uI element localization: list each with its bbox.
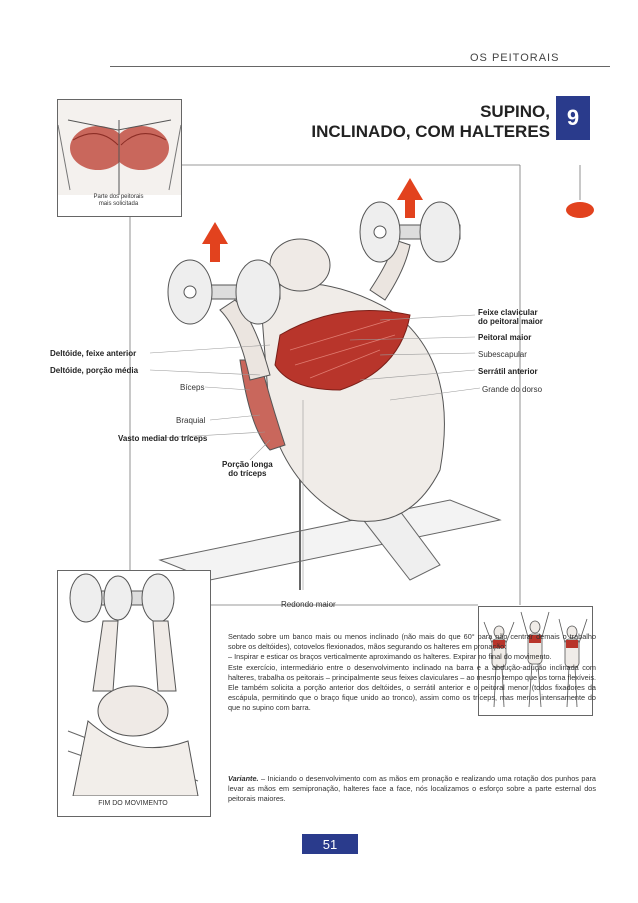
figures-inset <box>478 606 593 716</box>
label-line-2: do tríceps <box>228 469 267 478</box>
label-biceps: Bíceps <box>180 383 205 392</box>
label-deltoide-media: Deltóide, porção média <box>50 366 139 375</box>
label-redondo-maior: Redondo maior <box>281 600 336 609</box>
muscle-inset-caption: Parte dos peitorais mais solicitada <box>57 194 180 208</box>
variant-body: – Iniciando o desenvolvimento com as mão… <box>228 774 596 804</box>
title-line-2: INCLINADO, COM HALTERES <box>311 122 550 141</box>
dumbbell-top <box>69 573 175 623</box>
paragraph-setup: Sentado sobre um banco mais ou menos inc… <box>228 632 596 652</box>
chest-muscles-illustration <box>57 100 182 195</box>
three-figures-illustration <box>483 611 588 708</box>
muscle-inset <box>57 99 182 217</box>
dumbbell-right <box>359 201 461 263</box>
label-feixe-clavicular: Feixe clavicular do peitoral maior <box>478 308 543 326</box>
paragraph-breathing: – Inspirar e esticar os braços verticalm… <box>228 652 552 662</box>
header-rule <box>110 66 610 67</box>
chapter-badge: 9 <box>556 96 590 140</box>
label-subescapular: Subescapular <box>478 350 527 359</box>
caption-line-2: mais solicitada <box>98 201 139 207</box>
end-movement-illustration <box>58 571 208 797</box>
label-braquial: Braquial <box>176 416 206 425</box>
red-tab-marker <box>566 202 594 218</box>
section-title: OS PEITORAIS <box>470 52 560 64</box>
paragraph-description: Este exercício, intermediário entre o de… <box>228 662 596 713</box>
page-number: 51 <box>302 834 358 854</box>
main-illustration <box>150 178 502 590</box>
dumbbell-left <box>167 259 281 325</box>
arrow-up-icon <box>397 178 423 218</box>
label-deltoide-anterior: Deltóide, feixe anterior <box>50 349 137 358</box>
exercise-title: SUPINO, INCLINADO, COM HALTERES <box>311 102 550 142</box>
variant-text: Variante. – Iniciando o desenvolvimento … <box>228 774 596 805</box>
caption-line-1: Parte dos peitorais <box>93 194 144 200</box>
label-serratil-anterior: Serrátil anterior <box>478 367 538 376</box>
instructions-text: Sentado sobre um banco mais ou menos inc… <box>228 632 596 714</box>
label-vasto-medial: Vasto medial do tríceps <box>118 434 208 443</box>
variant-label: Variante. <box>228 774 259 783</box>
arrow-up-icon <box>202 222 228 262</box>
label-grande-dorso: Grande do dorso <box>482 385 543 394</box>
end-movement-caption: FIM DO MOVIMENTO <box>98 800 168 807</box>
title-line-1: SUPINO, <box>480 102 550 121</box>
label-porcao-longa: Porção longa do tríceps <box>222 460 273 478</box>
label-line-2: do peitoral maior <box>478 317 543 326</box>
label-peitoral-maior: Peitoral maior <box>478 333 532 342</box>
label-line-1: Feixe clavicular <box>478 308 538 317</box>
label-line-1: Porção longa <box>222 460 273 469</box>
end-movement-inset <box>57 570 211 817</box>
